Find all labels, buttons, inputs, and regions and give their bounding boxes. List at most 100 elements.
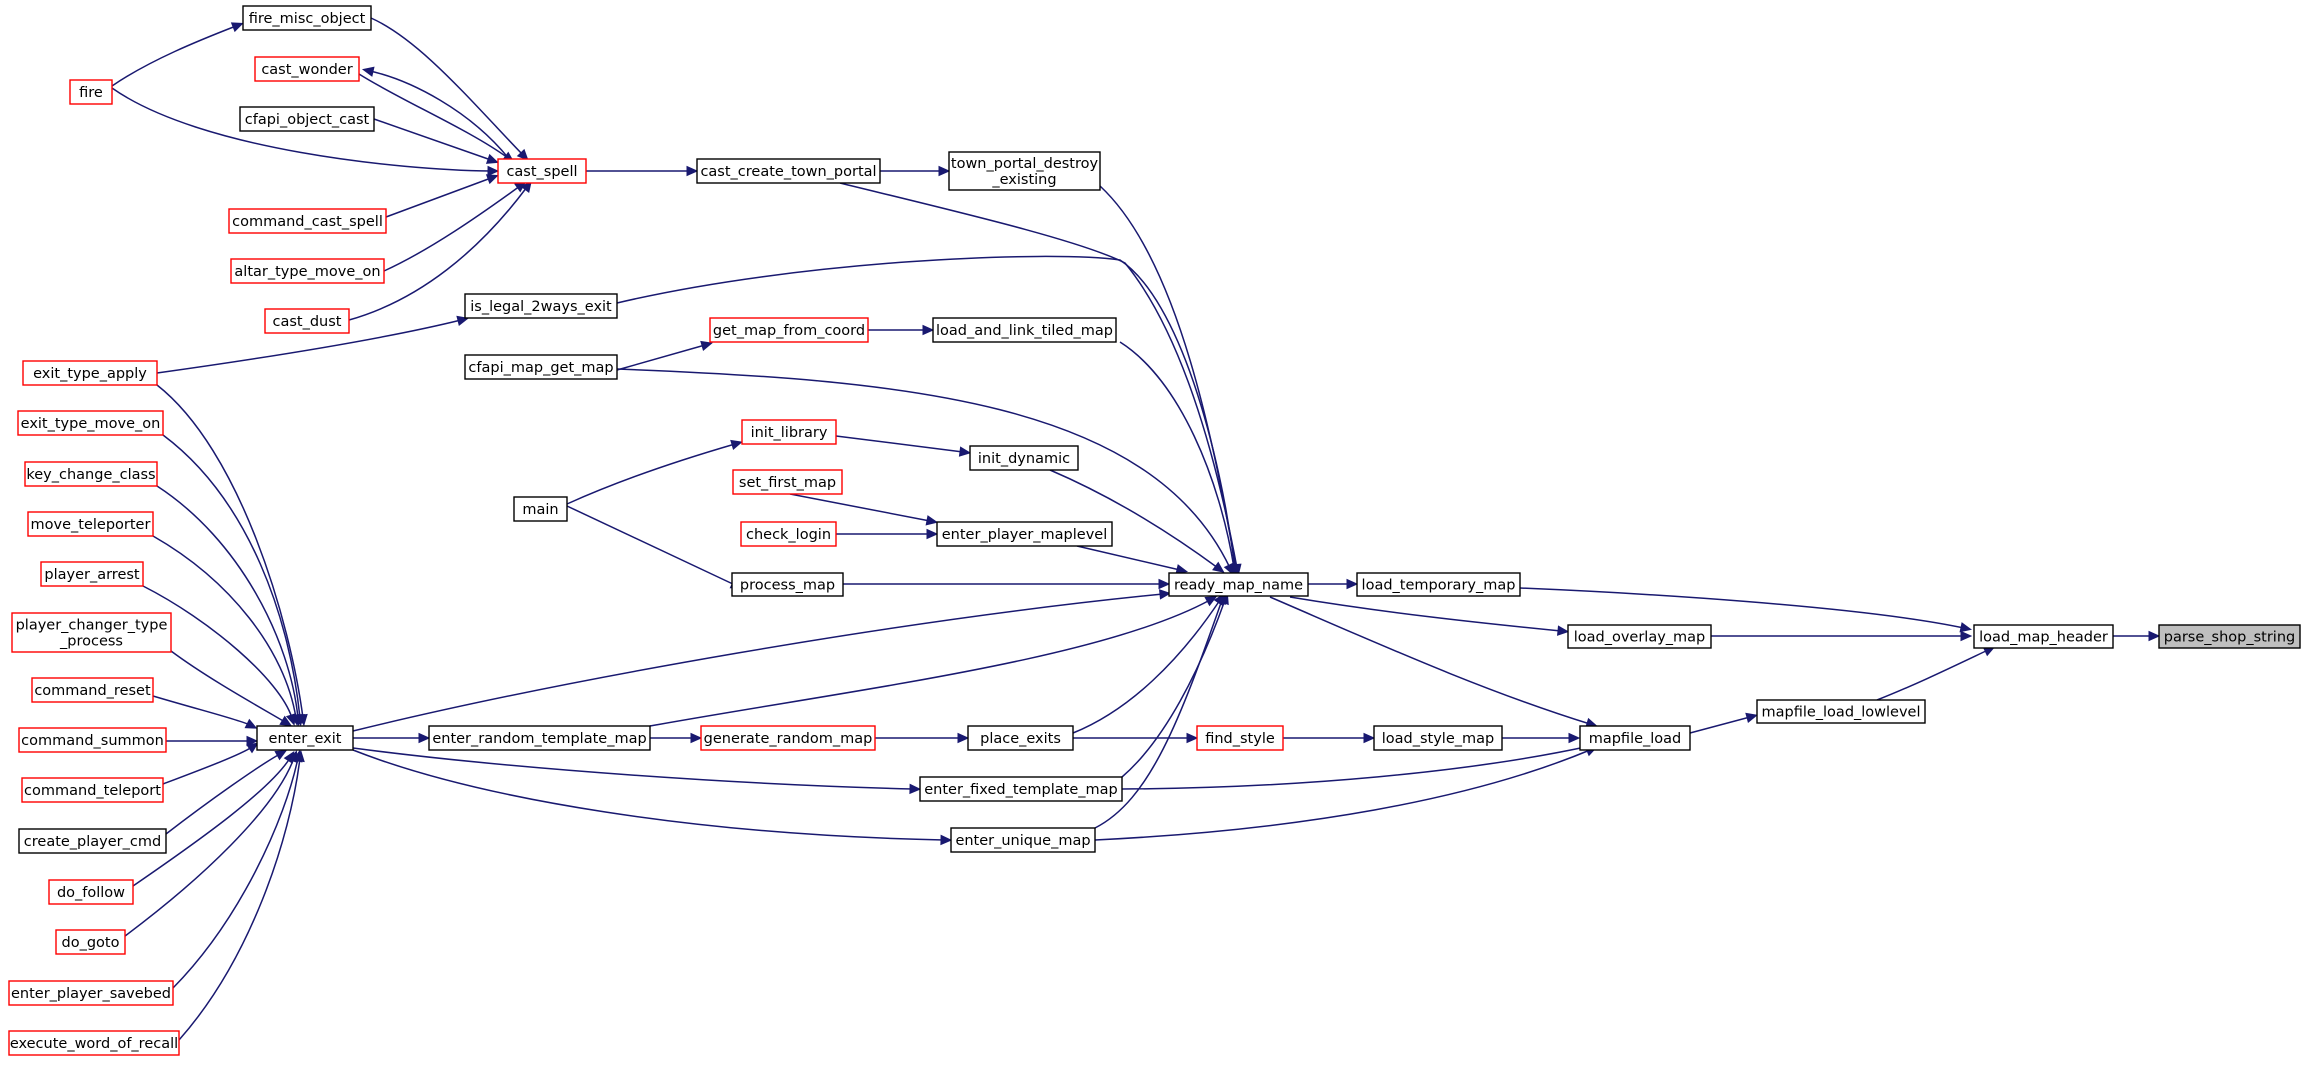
node-exit_type_move_on[interactable]: exit_type_move_on <box>17 410 164 436</box>
node-set_first_map[interactable]: set_first_map <box>732 469 843 495</box>
node-command_cast_spell[interactable]: command_cast_spell <box>228 208 387 234</box>
node-is_legal_2ways_exit[interactable]: is_legal_2ways_exit <box>464 293 618 319</box>
edge-line <box>1121 599 1226 778</box>
node-enter_unique_map[interactable]: enter_unique_map <box>950 827 1096 853</box>
node-command_reset[interactable]: command_reset <box>31 677 154 703</box>
node-box <box>24 461 158 487</box>
edge-line <box>383 185 521 272</box>
node-do_follow[interactable]: do_follow <box>48 879 134 905</box>
node-enter_random_template_map[interactable]: enter_random_template_map <box>428 725 651 751</box>
edge-generate_random_map-to-place_exits <box>875 732 970 744</box>
edge-line <box>152 535 297 719</box>
node-load_map_header[interactable]: load_map_header <box>1973 624 2114 649</box>
node-find_style[interactable]: find_style <box>1196 725 1284 751</box>
node-label: player_arrest <box>44 567 140 583</box>
edge-line <box>616 368 1231 569</box>
node-cast_spell[interactable]: cast_spell <box>497 158 587 184</box>
node-load_temporary_map[interactable]: load_temporary_map <box>1356 572 1521 597</box>
node-cfapi_object_cast[interactable]: cfapi_object_cast <box>239 106 375 132</box>
edge-town_portal_destroy_existing-to-ready_map_name <box>1099 185 1241 577</box>
node-cast_wonder[interactable]: cast_wonder <box>254 56 360 82</box>
node-fire_misc_object[interactable]: fire_misc_object <box>242 5 372 31</box>
edge-command_teleport-to-enter_exit <box>162 742 259 785</box>
node-enter_player_savebed[interactable]: enter_player_savebed <box>8 980 174 1006</box>
edge-line <box>124 757 295 937</box>
node-load_overlay_map[interactable]: load_overlay_map <box>1567 624 1712 649</box>
edge-line <box>156 485 299 719</box>
edge-arrowhead <box>730 439 743 451</box>
node-box <box>696 158 881 184</box>
node-enter_fixed_template_map[interactable]: enter_fixed_template_map <box>919 776 1123 802</box>
node-mapfile_load[interactable]: mapfile_load <box>1579 725 1691 751</box>
node-cfapi_map_get_map[interactable]: cfapi_map_get_map <box>464 354 618 380</box>
node-box <box>1373 725 1503 751</box>
node-player_arrest[interactable]: player_arrest <box>40 561 144 587</box>
node-label: is_legal_2ways_exit <box>470 299 612 315</box>
node-do_goto[interactable]: do_goto <box>55 929 126 955</box>
edge-do_follow-to-enter_exit <box>132 751 295 887</box>
edge-ready_map_name-to-load_overlay_map <box>1289 596 1570 636</box>
node-generate_random_map[interactable]: generate_random_map <box>700 725 876 751</box>
node-check_login[interactable]: check_login <box>740 521 837 547</box>
node-cast_create_town_portal[interactable]: cast_create_town_portal <box>696 158 881 184</box>
node-label: do_goto <box>62 935 120 951</box>
node-label: exit_type_apply <box>33 366 147 382</box>
node-parse_shop_string[interactable]: parse_shop_string <box>2158 624 2301 649</box>
node-init_dynamic[interactable]: init_dynamic <box>969 445 1079 471</box>
node-ready_map_name[interactable]: ready_map_name <box>1168 572 1309 597</box>
node-town_portal_destroy_existing[interactable]: town_portal_destroy_existing <box>948 151 1101 191</box>
node-player_changer_type_process[interactable]: player_changer_type_process <box>11 612 172 653</box>
node-process_map[interactable]: process_map <box>731 572 844 597</box>
node-enter_exit[interactable]: enter_exit <box>256 725 354 751</box>
node-exit_type_apply[interactable]: exit_type_apply <box>22 360 158 386</box>
node-command_summon[interactable]: command_summon <box>18 727 167 753</box>
node-load_style_map[interactable]: load_style_map <box>1373 725 1503 751</box>
edge-line <box>1119 341 1235 569</box>
edge-command_reset-to-enter_exit <box>152 695 258 729</box>
edge-arrowhead <box>246 735 259 747</box>
edge-arrowhead <box>485 153 499 164</box>
node-execute_word_of_recall[interactable]: execute_word_of_recall <box>8 1030 180 1056</box>
node-label: cfapi_object_cast <box>245 112 370 128</box>
node-altar_type_move_on[interactable]: altar_type_move_on <box>230 258 385 284</box>
node-label: create_player_cmd <box>24 834 161 850</box>
node-box <box>1356 572 1521 597</box>
node-place_exits[interactable]: place_exits <box>967 725 1074 751</box>
node-get_map_from_coord[interactable]: get_map_from_coord <box>709 317 869 343</box>
node-create_player_cmd[interactable]: create_player_cmd <box>18 828 167 854</box>
node-key_change_class[interactable]: key_change_class <box>24 461 158 487</box>
node-load_and_link_tiled_map[interactable]: load_and_link_tiled_map <box>932 317 1117 343</box>
node-label: mapfile_load <box>1589 731 1682 747</box>
node-command_teleport[interactable]: command_teleport <box>21 777 164 803</box>
edge-ready_map_name-to-mapfile_load <box>1269 596 1598 729</box>
node-label: fire_misc_object <box>249 11 366 27</box>
node-box <box>22 360 158 386</box>
edge-line <box>1094 599 1223 829</box>
node-main[interactable]: main <box>513 496 568 522</box>
node-cast_dust[interactable]: cast_dust <box>264 308 350 334</box>
node-label: command_teleport <box>24 783 161 799</box>
node-enter_player_maplevel[interactable]: enter_player_maplevel <box>936 521 1113 547</box>
edge-enter_random_template_map-to-generate_random_map <box>650 732 703 744</box>
node-label: cfapi_map_get_map <box>468 360 613 376</box>
node-fire[interactable]: fire <box>69 79 113 105</box>
node-move_teleporter[interactable]: move_teleporter <box>27 511 154 537</box>
node-init_library[interactable]: init_library <box>741 419 837 445</box>
node-box <box>228 208 387 234</box>
edge-arrowhead <box>690 732 703 744</box>
node-label: place_exits <box>980 731 1061 747</box>
edge-line <box>111 87 492 172</box>
node-mapfile_load_lowlevel[interactable]: mapfile_load_lowlevel <box>1756 699 1926 724</box>
node-label: cast_wonder <box>261 62 352 78</box>
edge-line <box>132 757 291 887</box>
edge-line <box>1049 469 1219 569</box>
edge-cast_wonder-to-cast_spell <box>358 73 515 163</box>
edge-cast_create_town_portal-to-ready_map_name <box>839 182 1242 577</box>
edge-line <box>152 695 251 726</box>
node-box <box>731 572 844 597</box>
node-box <box>1567 624 1712 649</box>
node-box <box>932 317 1117 343</box>
node-box <box>40 561 144 587</box>
edge-line <box>162 434 301 719</box>
